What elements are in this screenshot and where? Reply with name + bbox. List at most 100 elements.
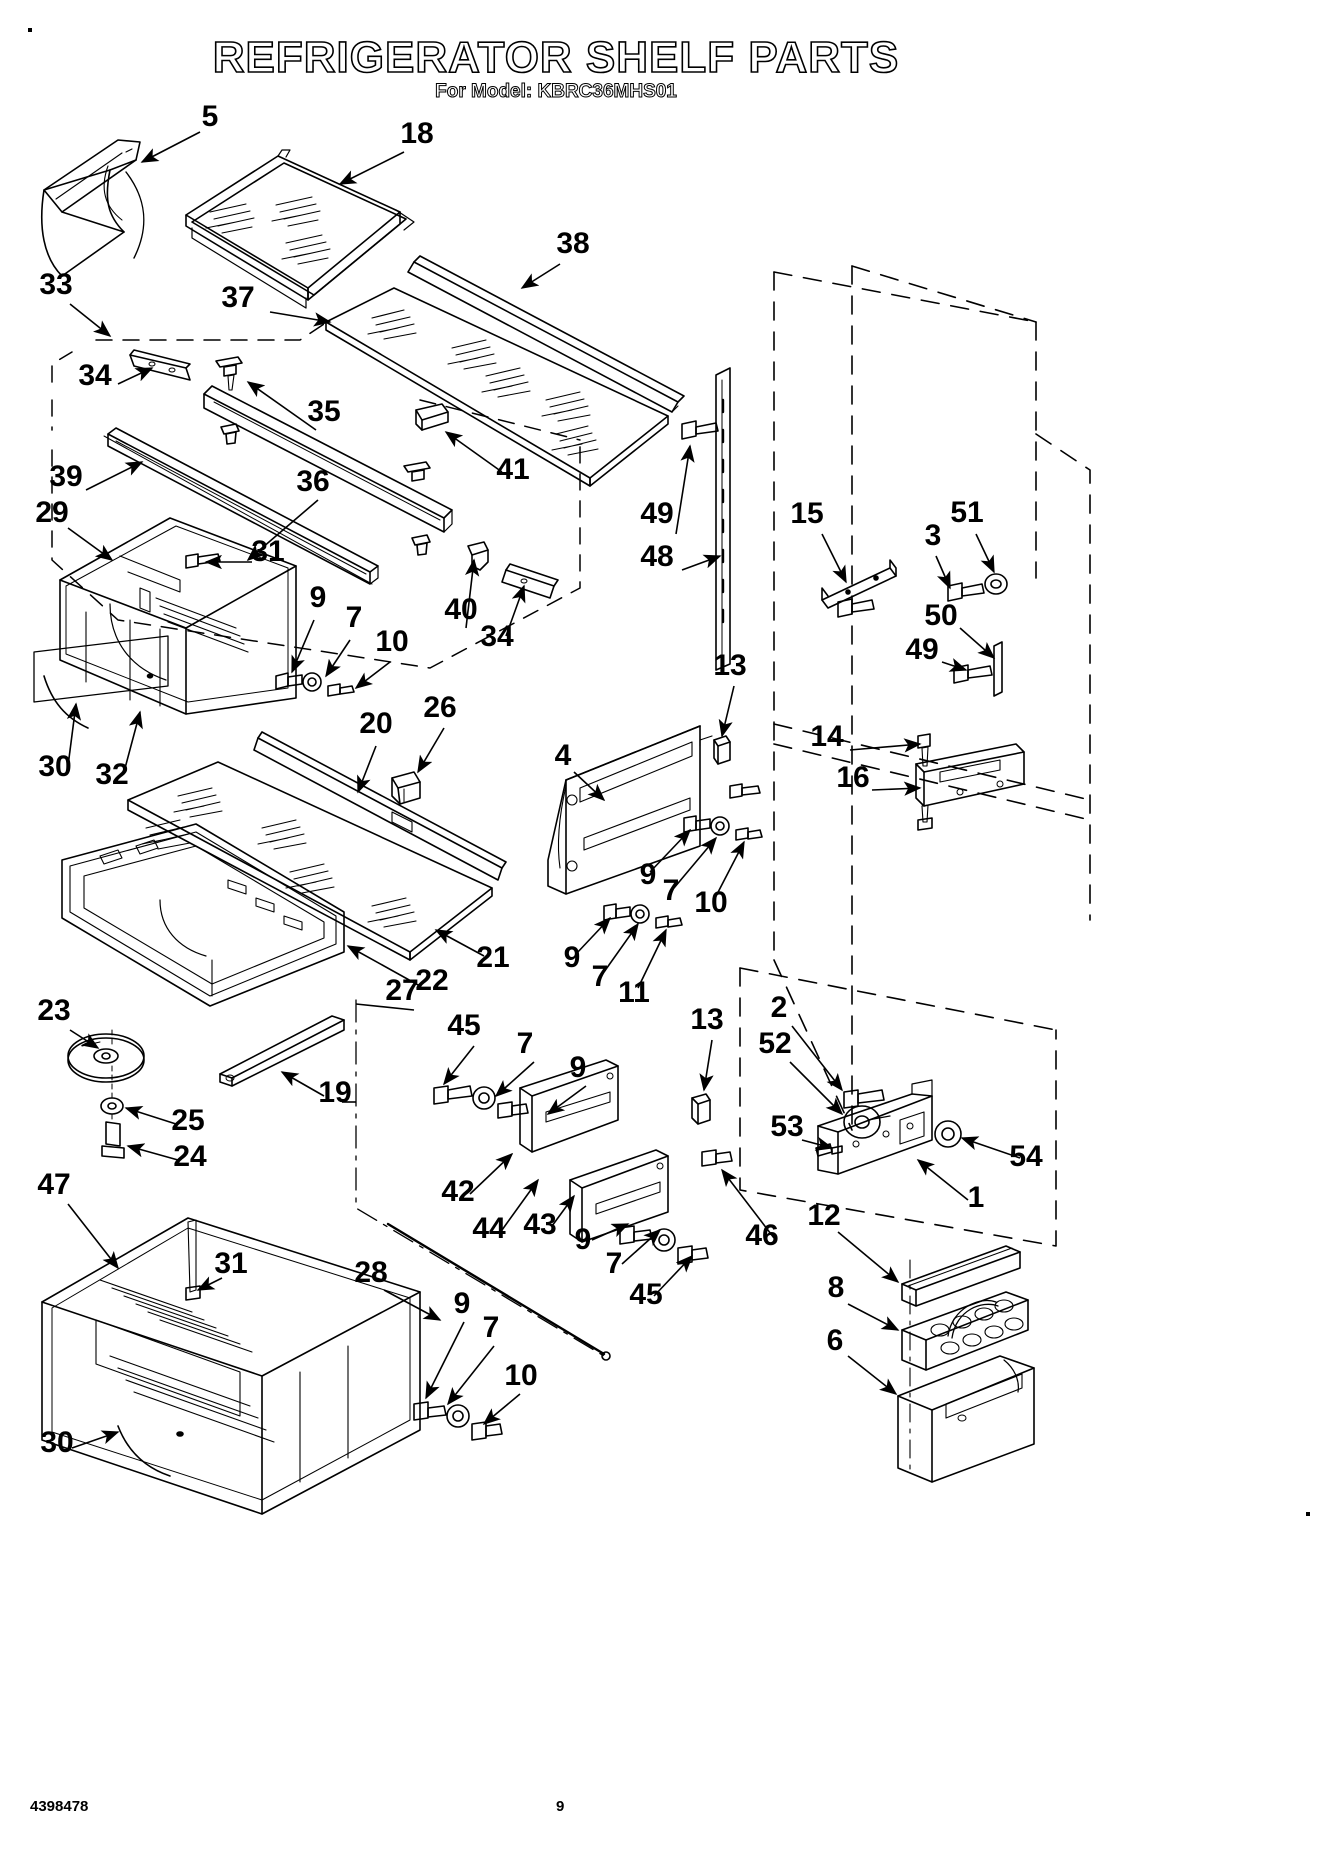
- callout-number: 7: [346, 601, 363, 634]
- part-21-glass-shelf: [127, 761, 493, 961]
- callout-number: 34: [480, 620, 514, 653]
- registration-mark-top-left: [28, 28, 32, 32]
- part-31-drawer-screw: [185, 1219, 201, 1301]
- callout-number: 7: [592, 960, 609, 993]
- part-54-nut: [934, 1120, 962, 1148]
- callout-number: 46: [745, 1219, 778, 1252]
- callout-number: 9: [454, 1287, 471, 1320]
- callout-number: 10: [375, 625, 408, 658]
- part-13-clip-lower: [691, 1093, 711, 1125]
- callout-number: 1: [968, 1181, 985, 1214]
- callout-number: 6: [827, 1324, 844, 1357]
- callout-number: 10: [694, 886, 727, 919]
- part-27-support-rod: [219, 1015, 345, 1087]
- callout-number: 2: [771, 991, 788, 1024]
- callout-number: 32: [95, 758, 128, 791]
- callout-number: 5: [202, 100, 219, 133]
- callout-number: 43: [523, 1208, 556, 1241]
- part-16-screw-lower: [917, 804, 933, 831]
- callout-number: 22: [415, 964, 448, 997]
- part-15-screw: [837, 598, 875, 618]
- callout-number: 19: [318, 1076, 351, 1109]
- callout-number: 25: [171, 1104, 204, 1137]
- callout-number: 52: [758, 1027, 791, 1060]
- part-16-bracket: [915, 743, 1025, 807]
- callout-number: 9: [310, 581, 327, 614]
- part-28-rod: [386, 1222, 611, 1361]
- callout-number: 37: [221, 281, 254, 314]
- part-18-hatching: [205, 196, 331, 265]
- callout-number: 12: [807, 1199, 840, 1232]
- cabinet-dashed-outline: [739, 265, 1091, 1247]
- part-20-trim-rail: [253, 731, 507, 881]
- callout-number: 35: [307, 395, 340, 428]
- callout-number: 14: [810, 720, 844, 753]
- callout-number: 9: [570, 1051, 587, 1084]
- callout-number: 31: [214, 1247, 247, 1280]
- part-51-bushing: [984, 573, 1008, 595]
- part-48-vertical-rail: [715, 367, 731, 671]
- part-26-clip: [391, 771, 421, 805]
- callout-number: 49: [905, 633, 938, 666]
- callout-number: 27: [385, 974, 418, 1007]
- callout-number: 45: [447, 1009, 480, 1042]
- part-30-gasket: [43, 675, 89, 729]
- callout-number: 40: [444, 593, 477, 626]
- part-41-block: [415, 403, 449, 431]
- footer-page-number: 9: [556, 1798, 565, 1815]
- part-52-roller: [843, 1105, 891, 1139]
- callout-number: 30: [40, 1426, 73, 1459]
- part-35-slide-rail: [203, 385, 453, 533]
- part-3-screw: [947, 582, 985, 602]
- part-24-screw: [101, 1121, 125, 1159]
- callout-number: 38: [556, 227, 589, 260]
- callout-number: 7: [663, 874, 680, 907]
- callout-number: 9: [564, 941, 581, 974]
- callout-number: 13: [713, 649, 746, 682]
- callout-number: 13: [690, 1003, 723, 1036]
- part-30-drawer-gasket: [117, 1425, 171, 1477]
- callout-number: 34: [78, 359, 112, 392]
- part-31-screw-lower: [403, 461, 431, 482]
- page-title: REFRIGERATOR SHELF PARTS: [213, 33, 899, 82]
- hardware-45-7-9-upper: [433, 1085, 529, 1119]
- part-37-hatching: [367, 309, 599, 456]
- callout-number: 33: [39, 268, 72, 301]
- callout-number: 7: [517, 1027, 534, 1060]
- part-4-side-bracket: [547, 725, 713, 895]
- part-18-glass-shelf: [185, 149, 415, 309]
- hardware-9-7-10-bin: [275, 672, 355, 697]
- part-25-washer: [100, 1097, 124, 1115]
- part-34-rail-lower: [501, 563, 559, 599]
- callout-number: 42: [441, 1175, 474, 1208]
- part-12-tray-cover: [901, 1245, 1021, 1307]
- callout-number: 41: [496, 453, 529, 486]
- hardware-4-mid: [683, 815, 763, 841]
- callout-number: 45: [629, 1278, 662, 1311]
- part-29-drawer-bin: [59, 517, 297, 715]
- callout-number: 53: [770, 1110, 803, 1143]
- part-42-bracket: [519, 1059, 619, 1153]
- callout-number: 10: [504, 1359, 537, 1392]
- hardware-4-lower: [603, 903, 683, 929]
- model-subtitle: For Model: KBRC36MHS01: [435, 81, 677, 102]
- part-46-screw: [701, 1149, 733, 1167]
- part-5-shelf-cover: [41, 139, 141, 277]
- callout-number: 49: [640, 497, 673, 530]
- callout-number: 7: [606, 1247, 623, 1280]
- callout-number: 21: [476, 941, 509, 974]
- callout-number: 3: [925, 519, 942, 552]
- callout-number: 30: [38, 750, 71, 783]
- footer-document-number: 4398478: [30, 1798, 89, 1815]
- callout-number: 9: [640, 858, 657, 891]
- callout-number: 29: [35, 496, 68, 529]
- callout-number: 54: [1009, 1140, 1043, 1173]
- callout-number: 51: [950, 496, 983, 529]
- part-33-assembly-outline: [51, 319, 581, 669]
- part-38-trim-bar: [407, 255, 685, 413]
- hardware-9-7-45-lower: [619, 1225, 709, 1265]
- part-6-ice-bucket: [897, 1355, 1035, 1483]
